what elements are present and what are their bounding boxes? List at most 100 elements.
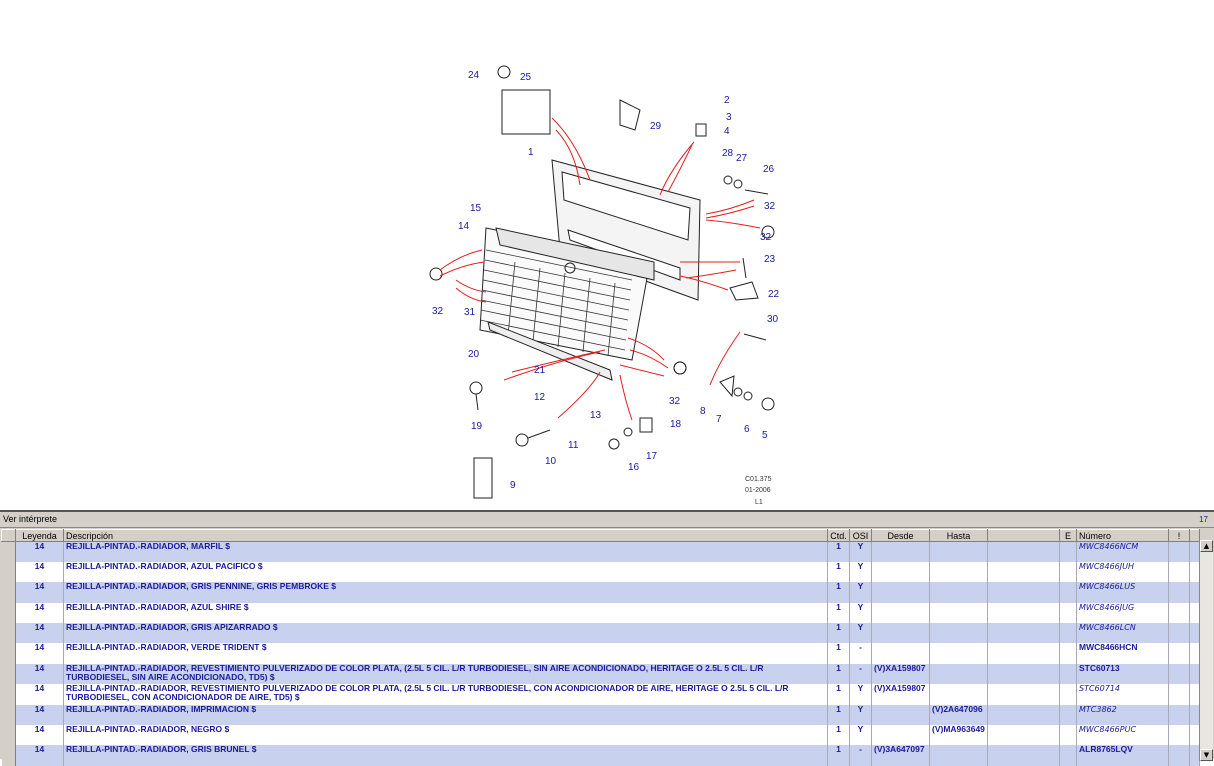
cell-ctd: 1 bbox=[827, 561, 850, 583]
row-selector[interactable] bbox=[1, 684, 16, 705]
row-selector[interactable] bbox=[1, 582, 16, 603]
callout-6: 6 bbox=[744, 424, 750, 435]
cell-e bbox=[1059, 725, 1077, 746]
cell-hasta: (V)MA963649 bbox=[929, 725, 988, 746]
cell-e bbox=[1059, 745, 1077, 766]
cell-e bbox=[1059, 623, 1077, 644]
panel-title: Ver intérprete bbox=[3, 514, 58, 524]
callout-19: 19 bbox=[471, 421, 483, 432]
cell-numero: MTC3862 bbox=[1076, 704, 1169, 726]
row-selector[interactable] bbox=[1, 725, 16, 746]
col-ctd[interactable]: Ctd. bbox=[827, 529, 850, 542]
cell-ctd: 1 bbox=[827, 704, 850, 726]
cell-ctd: 1 bbox=[827, 602, 850, 624]
cell-hasta bbox=[929, 582, 988, 603]
scroll-down-button[interactable]: ▼ bbox=[1200, 749, 1213, 761]
cell-blank bbox=[987, 561, 1060, 583]
row-selector[interactable] bbox=[1, 623, 16, 644]
cell-ctd: 1 bbox=[827, 582, 850, 603]
cell-desde bbox=[871, 643, 930, 664]
cell-desde bbox=[871, 725, 930, 746]
panel-count: 17 bbox=[1199, 515, 1208, 524]
cell-descripcion: REJILLA-PINTAD.-RADIADOR, REVESTIMIENTO … bbox=[63, 684, 828, 705]
cell-osi: Y bbox=[849, 541, 872, 562]
cell-ctd: 1 bbox=[827, 643, 850, 664]
vertical-scrollbar[interactable]: ▲ ▼ bbox=[1199, 540, 1213, 761]
callout-24: 24 bbox=[468, 70, 480, 81]
cell-e bbox=[1059, 643, 1077, 664]
col-osi[interactable]: OSI bbox=[849, 529, 872, 542]
cell-excl bbox=[1168, 725, 1190, 746]
cell-desde: (V)3A647097 bbox=[871, 745, 930, 766]
cell-e bbox=[1059, 561, 1077, 583]
cell-blank bbox=[987, 663, 1060, 685]
cell-osi: Y bbox=[849, 684, 872, 705]
callout-16: 16 bbox=[628, 462, 640, 473]
row-selector[interactable] bbox=[1, 745, 16, 766]
col-desde[interactable]: Desde bbox=[871, 529, 930, 542]
row-selector[interactable] bbox=[1, 643, 16, 664]
diagram-code-line-2: 01-2006 bbox=[745, 487, 771, 494]
cell-ctd: 1 bbox=[827, 725, 850, 746]
cell-numero: STC60713 bbox=[1076, 663, 1169, 685]
cell-excl bbox=[1168, 643, 1190, 664]
callout-28: 28 bbox=[722, 148, 734, 159]
cell-desde bbox=[871, 602, 930, 624]
callout-23: 23 bbox=[764, 254, 776, 265]
cell-e bbox=[1059, 663, 1077, 685]
col-excl[interactable]: ! bbox=[1168, 529, 1190, 542]
cell-desde: (V)XA159807 bbox=[871, 663, 930, 685]
scroll-up-button[interactable]: ▲ bbox=[1200, 540, 1213, 552]
row-selector[interactable] bbox=[1, 704, 16, 726]
cell-leyenda: 14 bbox=[15, 561, 64, 583]
col-leyenda[interactable]: Leyenda bbox=[15, 529, 64, 542]
col-hasta[interactable]: Hasta bbox=[929, 529, 988, 542]
row-selector[interactable] bbox=[1, 541, 16, 562]
cell-numero: ALR8765LQV bbox=[1076, 745, 1169, 766]
cell-hasta bbox=[929, 745, 988, 766]
row-selector[interactable] bbox=[1, 663, 16, 685]
cell-descripcion: REJILLA-PINTAD.-RADIADOR, VERDE TRIDENT … bbox=[63, 643, 828, 664]
callout-25: 25 bbox=[520, 72, 532, 83]
cell-descripcion: REJILLA-PINTAD.-RADIADOR, GRIS APIZARRAD… bbox=[63, 623, 828, 644]
callout-17: 17 bbox=[646, 451, 658, 462]
col-descripcion[interactable]: Descripción bbox=[63, 529, 828, 542]
cell-blank bbox=[987, 745, 1060, 766]
cell-excl bbox=[1168, 623, 1190, 644]
cell-blank bbox=[987, 643, 1060, 664]
cell-leyenda: 14 bbox=[15, 704, 64, 726]
cell-hasta: (V)2A647096 bbox=[929, 704, 988, 726]
cell-descripcion: REJILLA-PINTAD.-RADIADOR, REVESTIMIENTO … bbox=[63, 663, 828, 685]
select-all-header[interactable] bbox=[1, 529, 16, 542]
cell-desde bbox=[871, 541, 930, 562]
col-numero[interactable]: Número bbox=[1076, 529, 1169, 542]
callout-31: 31 bbox=[464, 307, 476, 318]
callout-2: 2 bbox=[724, 95, 730, 106]
cell-blank bbox=[987, 582, 1060, 603]
cell-osi: Y bbox=[849, 561, 872, 583]
row-selector[interactable] bbox=[1, 561, 16, 583]
callout-11: 11 bbox=[568, 440, 579, 451]
cell-blank bbox=[987, 704, 1060, 726]
cell-spacer bbox=[1189, 745, 1200, 766]
cell-osi: - bbox=[849, 745, 872, 766]
cell-e bbox=[1059, 541, 1077, 562]
cell-descripcion: REJILLA-PINTAD.-RADIADOR, MARFIL $ bbox=[63, 541, 828, 562]
cell-leyenda: 14 bbox=[15, 663, 64, 685]
row-selector[interactable] bbox=[1, 602, 16, 624]
cell-excl bbox=[1168, 541, 1190, 562]
cell-numero: STC60714 bbox=[1076, 684, 1169, 705]
cell-ctd: 1 bbox=[827, 663, 850, 685]
col-e[interactable]: E bbox=[1059, 529, 1077, 542]
